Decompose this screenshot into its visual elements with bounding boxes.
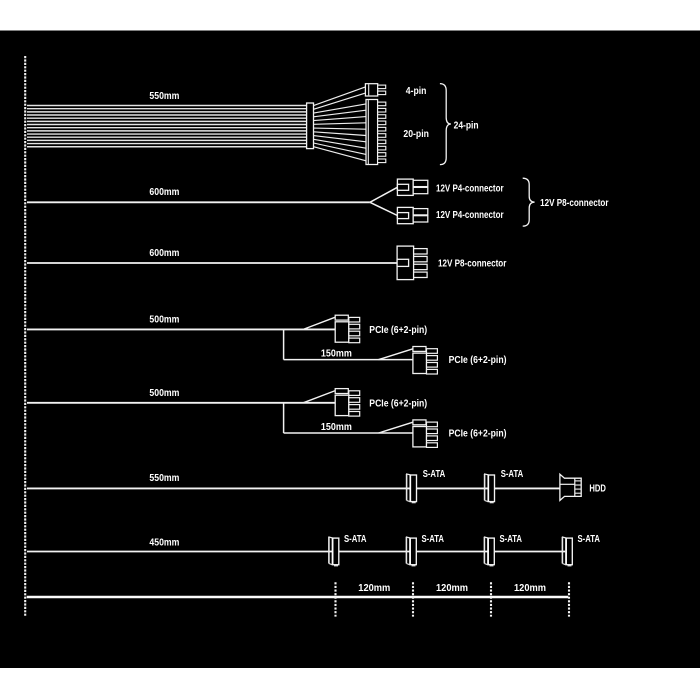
svg-text:S-ATA: S-ATA xyxy=(422,534,445,545)
svg-text:150mm: 150mm xyxy=(321,422,352,433)
svg-text:24-pin: 24-pin xyxy=(454,121,479,132)
svg-text:S-ATA: S-ATA xyxy=(578,534,601,545)
svg-text:12V P8-connector: 12V P8-connector xyxy=(438,259,507,270)
svg-text:PCIe (6+2-pin): PCIe (6+2-pin) xyxy=(449,429,507,440)
svg-text:S-ATA: S-ATA xyxy=(344,534,367,545)
svg-text:120mm: 120mm xyxy=(514,583,546,594)
svg-text:150mm: 150mm xyxy=(321,349,352,360)
svg-text:600mm: 600mm xyxy=(149,187,179,198)
svg-text:120mm: 120mm xyxy=(358,583,390,594)
svg-text:PCIe (6+2-pin): PCIe (6+2-pin) xyxy=(369,325,427,336)
svg-text:S-ATA: S-ATA xyxy=(501,469,524,480)
svg-text:500mm: 500mm xyxy=(149,314,179,325)
svg-text:S-ATA: S-ATA xyxy=(500,534,523,545)
svg-text:20-pin: 20-pin xyxy=(403,129,429,140)
svg-text:S-ATA: S-ATA xyxy=(423,469,446,480)
svg-text:120mm: 120mm xyxy=(436,583,468,594)
svg-text:PCIe (6+2-pin): PCIe (6+2-pin) xyxy=(369,398,427,409)
svg-text:12V P8-connector: 12V P8-connector xyxy=(540,198,609,209)
svg-text:550mm: 550mm xyxy=(149,473,179,484)
svg-text:PCIe (6+2-pin): PCIe (6+2-pin) xyxy=(449,355,507,366)
svg-text:500mm: 500mm xyxy=(149,388,179,399)
svg-text:HDD: HDD xyxy=(589,484,606,495)
svg-text:550mm: 550mm xyxy=(149,91,179,102)
svg-text:12V P4-connector: 12V P4-connector xyxy=(436,183,504,194)
svg-text:450mm: 450mm xyxy=(149,538,179,549)
svg-text:12V P4-connector: 12V P4-connector xyxy=(436,210,504,221)
svg-text:4-pin: 4-pin xyxy=(406,86,427,97)
svg-text:600mm: 600mm xyxy=(149,248,179,259)
